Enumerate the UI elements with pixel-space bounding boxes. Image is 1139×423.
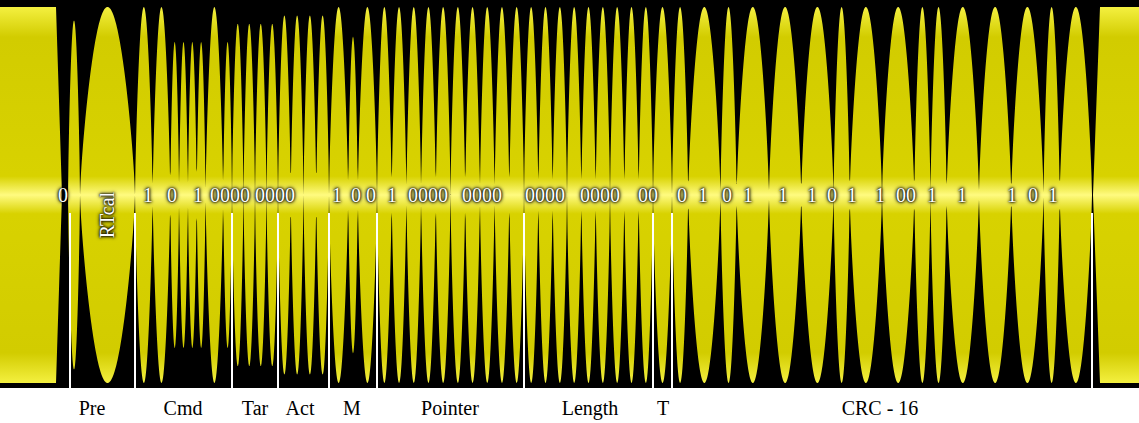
bit-value: 0000 <box>525 185 565 205</box>
bit-value: 1 <box>957 185 967 205</box>
bit-value: 0 <box>827 185 837 205</box>
carrier-envelope <box>0 7 1139 383</box>
divider-line <box>1091 213 1093 388</box>
divider-line <box>376 213 378 388</box>
bit-value: 1 <box>875 185 885 205</box>
bit-value: 0 <box>722 185 732 205</box>
field-name: Pointer <box>421 398 479 418</box>
divider-line <box>652 213 654 388</box>
bit-value: 0 <box>1028 185 1038 205</box>
scope-background <box>0 0 1139 388</box>
divider-line <box>277 213 279 388</box>
bit-value: 1 <box>143 185 153 205</box>
bit-value: 0 <box>677 185 687 205</box>
field-name: Pre <box>79 398 106 418</box>
bit-value: 0 <box>351 185 361 205</box>
bit-value: 0 <box>58 185 68 205</box>
bit-value: 0 <box>167 185 177 205</box>
bit-value: 1 <box>743 185 753 205</box>
field-name: CRC - 16 <box>842 398 919 418</box>
bit-value: 1 <box>698 185 708 205</box>
field-name: Tar <box>242 398 268 418</box>
bit-value: 1 <box>1048 185 1058 205</box>
divider-line <box>231 213 233 388</box>
field-name: M <box>343 398 361 418</box>
bit-value: 1 <box>332 185 342 205</box>
bit-value: 1 <box>847 185 857 205</box>
bit-value: 0000 <box>210 185 250 205</box>
bit-value: 0000 <box>255 185 295 205</box>
bit-value: 00 <box>896 185 916 205</box>
bit-value: 1 <box>387 185 397 205</box>
field-name: T <box>657 398 669 418</box>
bit-value: 1 <box>807 185 817 205</box>
bit-value: 0000 <box>408 185 448 205</box>
bit-value: 0000 <box>580 185 620 205</box>
divider-line <box>671 213 673 388</box>
bit-value: 0 <box>366 185 376 205</box>
divider-line <box>69 213 71 388</box>
divider-line <box>134 213 136 388</box>
field-dividers <box>70 213 1092 388</box>
bit-value: 00 <box>638 185 658 205</box>
field-name: Length <box>562 398 619 418</box>
field-name: Act <box>286 398 315 418</box>
bit-value: 1 <box>1007 185 1017 205</box>
divider-line <box>523 213 525 388</box>
bit-value: 1 <box>193 185 203 205</box>
bit-value: 0000 <box>462 185 502 205</box>
field-name: Cmd <box>164 398 203 418</box>
bit-value: 1 <box>778 185 788 205</box>
timing-label: RTcal <box>97 192 117 238</box>
bit-value: 1 <box>927 185 937 205</box>
rf-envelope <box>0 7 1139 383</box>
divider-line <box>328 213 330 388</box>
